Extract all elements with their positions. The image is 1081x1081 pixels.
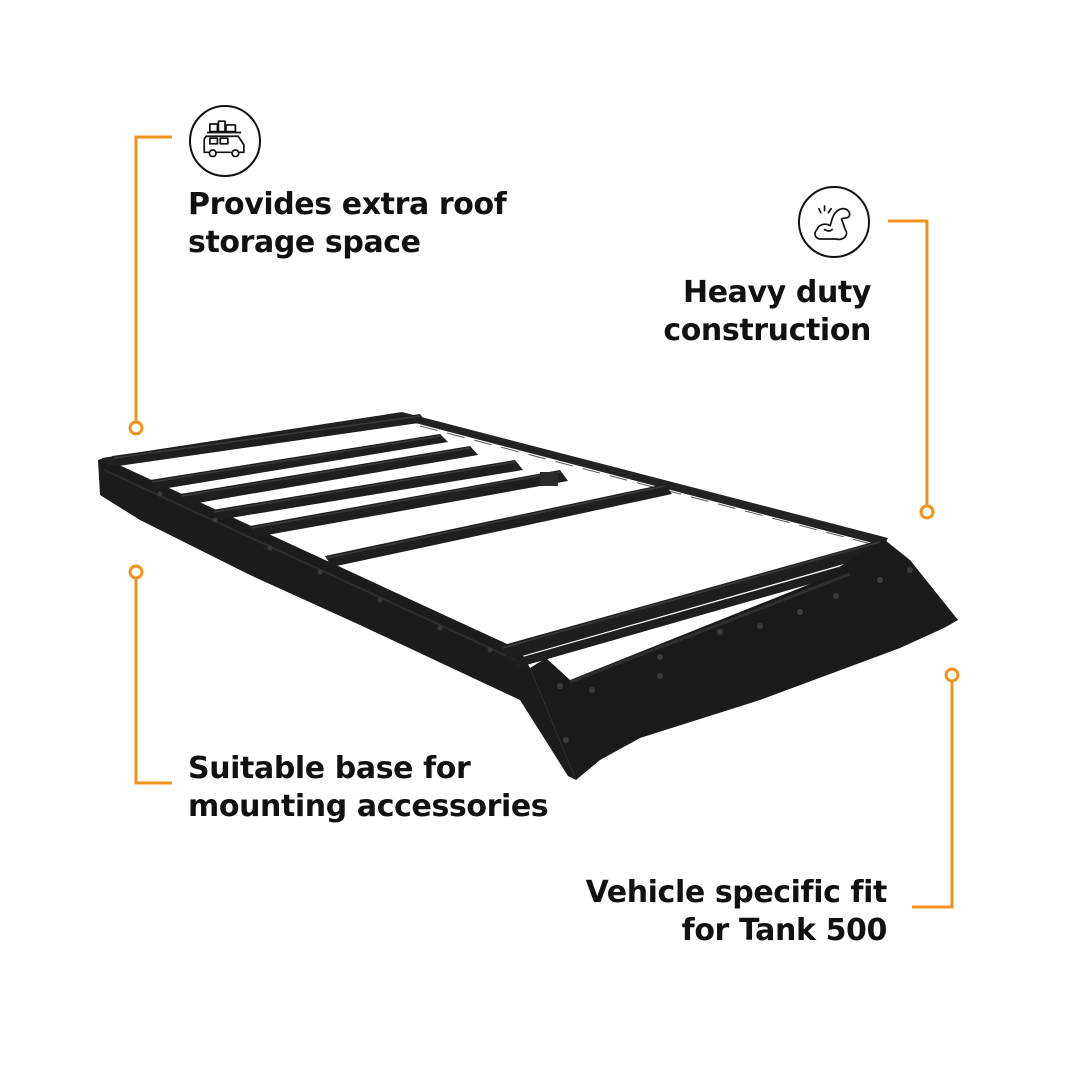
rack-wind-fairing <box>530 540 958 780</box>
feature-vehicle-fit-line1: Vehicle specific fit <box>585 875 888 910</box>
rack-crossbar <box>150 434 448 490</box>
leader-dot-storage <box>128 420 144 436</box>
feature-vehicle-fit: Vehicle specific fit for Tank 500 <box>585 874 888 950</box>
rack-crossbar <box>325 484 672 567</box>
feature-mounting-base: Suitable base for mounting accessories <box>188 750 549 826</box>
rack-far-side-rail <box>402 412 888 546</box>
feature-heavy-duty-line2: construction <box>663 313 871 348</box>
rack-crossbar <box>512 554 887 668</box>
flexed-arm-icon <box>798 186 870 258</box>
rack-side-plate <box>98 458 576 780</box>
feature-storage-space: Provides extra roof storage space <box>188 186 507 262</box>
leader-dot-heavy-duty <box>919 504 935 520</box>
feature-mounting-line2: mounting accessories <box>188 789 549 824</box>
rack-crossbar <box>180 446 478 505</box>
leader-line-mounting <box>134 572 172 785</box>
leader-line-storage <box>134 135 172 428</box>
rack-crossbar <box>112 414 426 466</box>
leader-dot-vehicle-fit <box>944 667 960 683</box>
rack-crossbar <box>500 540 886 660</box>
leader-dot-mounting <box>128 564 144 580</box>
rack-crossbar <box>250 470 568 537</box>
leader-line-vehicle-fit <box>912 675 954 909</box>
feature-storage-line2: storage space <box>188 225 421 260</box>
feature-heavy-duty: Heavy duty construction <box>663 274 871 350</box>
rack-crossbar <box>212 460 523 520</box>
feature-heavy-duty-line1: Heavy duty <box>683 275 871 310</box>
feature-vehicle-fit-line2: for Tank 500 <box>681 913 888 948</box>
leader-line-heavy-duty <box>888 219 929 512</box>
feature-storage-line1: Provides extra roof <box>188 187 507 222</box>
feature-mounting-line1: Suitable base for <box>188 751 471 786</box>
van-with-luggage-icon <box>189 105 261 177</box>
